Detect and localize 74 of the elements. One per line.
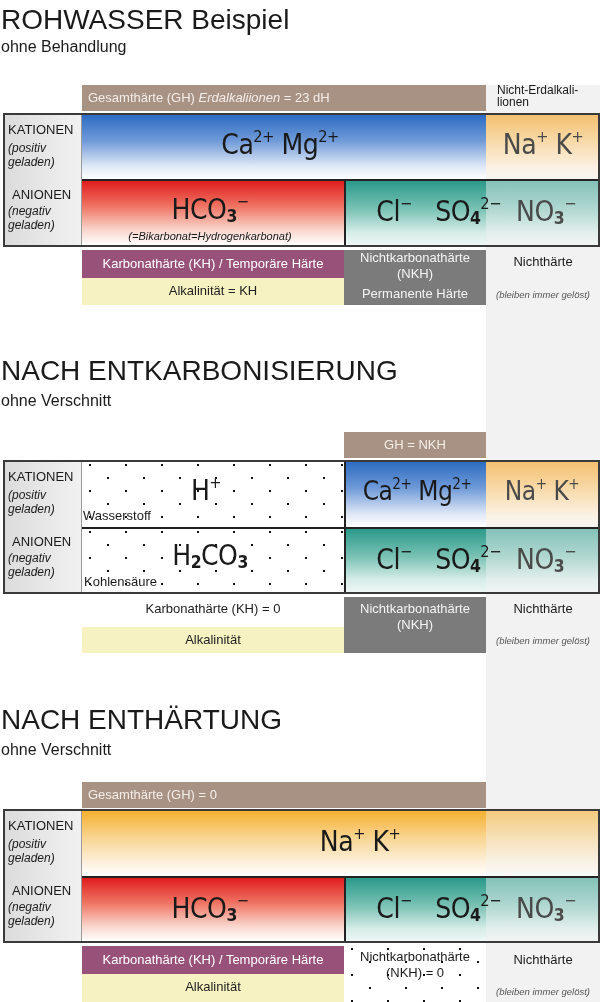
noncarbonate-hardness-bar xyxy=(344,250,486,305)
cation-field xyxy=(486,115,598,179)
row-heading: ANIONEN xyxy=(12,883,72,899)
total-hardness-bar xyxy=(82,85,486,111)
bar-label: Alkalinität xyxy=(185,979,241,995)
carbonate-hardness-bar xyxy=(82,250,344,278)
anion-field xyxy=(344,876,598,941)
section-subheading: ohne Verschnitt xyxy=(1,740,112,760)
ion-caption: Wasserstoff xyxy=(83,508,151,524)
column-note: (bleiben immer gelöst) xyxy=(496,635,590,647)
bar-note: Permanente Härte xyxy=(361,286,469,302)
ion-formula: H$_{2}$CO$_{3}$ xyxy=(172,539,248,573)
alkalinity-bar xyxy=(82,974,344,1002)
ion-formula: Na$^{+}$ K$^{+}$ xyxy=(504,476,580,508)
ion-formula: Na$^{+}$ K$^{+}$ xyxy=(319,825,401,859)
section-subheading: ohne Verschnitt xyxy=(1,391,112,411)
row-note: (positiv geladen) xyxy=(8,488,56,517)
row-heading: KATIONEN xyxy=(8,818,74,834)
bar-label: Karbonathärte (KH) / Temporäre Härte xyxy=(102,256,324,272)
anion-field xyxy=(82,876,344,941)
row-header-panel xyxy=(5,811,82,941)
section-heading: ROHWASSER Beispiel xyxy=(1,3,290,37)
row-heading: ANIONEN xyxy=(12,187,72,203)
bar-label: Alkalinität xyxy=(185,632,241,648)
column-note: (bleiben immer gelöst) xyxy=(496,289,590,301)
bar-label: GH = NKH xyxy=(384,437,446,453)
column-heading: Nichthärte xyxy=(513,952,573,968)
ion-caption: (=Bikarbonat=Hydrogenkarbonat) xyxy=(128,230,292,244)
total-hardness-bar xyxy=(82,782,486,808)
ion-formula: Cl$^{−}$ xyxy=(376,892,412,926)
ion-caption: Kohlensäure xyxy=(84,574,157,590)
row-heading: KATIONEN xyxy=(8,122,74,138)
bar-label: Nichtkarbonathärte (NKH) = 0 xyxy=(359,949,471,981)
row-note: (negativ geladen) xyxy=(8,551,56,580)
anion-field xyxy=(82,179,344,245)
alkalinity-bar xyxy=(82,627,344,653)
column-heading: Nichthärte xyxy=(513,601,573,617)
column-heading: Nichthärte xyxy=(513,254,573,270)
ion-formula: H$^{+}$ xyxy=(190,474,222,508)
row-note: (negativ geladen) xyxy=(8,900,56,929)
row-note: (positiv geladen) xyxy=(8,837,56,866)
total-hardness-bar xyxy=(344,432,486,458)
cation-field xyxy=(82,811,598,876)
section-heading: NACH ENTKARBONISIERUNG xyxy=(1,354,398,388)
column-note: (bleiben immer gelöst) xyxy=(496,986,590,998)
cation-field xyxy=(82,115,486,179)
anion-field xyxy=(344,179,598,245)
row-heading: KATIONEN xyxy=(8,469,74,485)
row-header-panel xyxy=(5,462,82,592)
carbonate-hardness-bar xyxy=(82,946,344,974)
section-subheading: ohne Behandlung xyxy=(1,37,127,57)
row-header-panel xyxy=(5,115,82,245)
alkalinity-bar xyxy=(82,278,344,305)
ion-formula: Ca$^{2+}$ Mg$^{2+}$ xyxy=(362,476,472,508)
section-heading: NACH ENTHÄRTUNG xyxy=(1,703,283,737)
column-heading: Nicht-Erdalkali-lionen xyxy=(497,84,580,108)
bar-label: Gesamthärte (GH) = 0 xyxy=(88,787,217,803)
row-heading: ANIONEN xyxy=(12,534,72,550)
ion-formula: Ca$^{2+}$ Mg$^{2+}$ xyxy=(221,128,339,162)
ion-formula: Cl$^{−}$ xyxy=(376,543,412,577)
cation-field xyxy=(486,462,598,527)
hardness-label: Karbonathärte (KH) = 0 xyxy=(145,601,281,617)
row-note: (negativ geladen) xyxy=(8,204,56,233)
bar-label: Nichtkarbonathärte (NKH) xyxy=(359,601,471,633)
bar-label: Gesamthärte (GH) Erdalkaliionen = 23 dH xyxy=(88,90,330,106)
row-note: (positiv geladen) xyxy=(8,141,56,170)
bar-label: Alkalinität = KH xyxy=(168,283,258,299)
noncarbonate-hardness-bar xyxy=(344,597,486,653)
ion-formula: Cl$^{−}$ xyxy=(376,195,412,229)
anion-field xyxy=(344,527,598,592)
bar-label: Nichtkarbonathärte (NKH) xyxy=(359,250,471,282)
bar-label: Karbonathärte (KH) / Temporäre Härte xyxy=(102,952,324,968)
cation-field xyxy=(344,462,486,527)
ion-formula: Na$^{+}$ K$^{+}$ xyxy=(502,128,584,162)
